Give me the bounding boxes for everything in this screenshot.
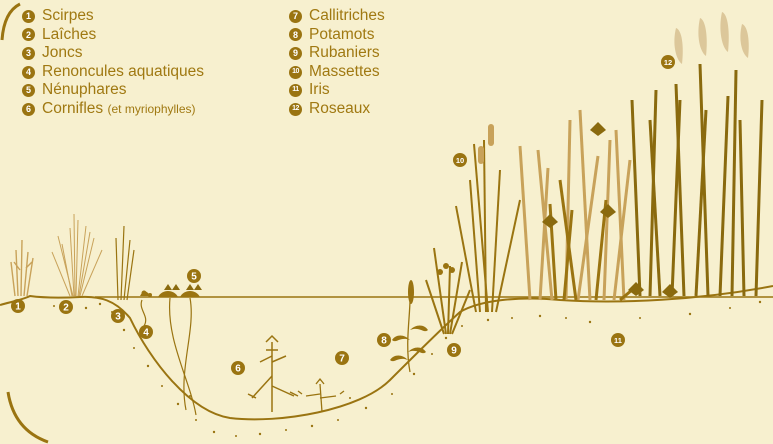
legend-item-renoncules: 4 Renoncules aquatiques	[22, 63, 204, 82]
legend-label: Renoncules aquatiques	[42, 63, 204, 82]
legend-label: Iris	[309, 81, 330, 100]
legend-number-badge: 4	[22, 66, 35, 79]
plant-laiches	[52, 214, 102, 296]
plant-renoncules	[140, 291, 152, 327]
legend-note: (et myriophylles)	[107, 100, 195, 119]
plant-cornifles	[248, 336, 298, 412]
legend-number-badge: 10	[289, 66, 302, 79]
legend-label: Laîches	[42, 26, 96, 45]
legend-label: Potamots	[309, 26, 374, 45]
legend-number-badge: 12	[289, 103, 302, 116]
svg-text:5: 5	[191, 272, 197, 283]
marker-12: 12	[661, 55, 675, 69]
plant-rubaniers	[426, 248, 470, 334]
legend-number-badge: 2	[22, 28, 35, 41]
marker-8: 8	[377, 333, 391, 347]
legend-label: Massettes	[309, 63, 380, 82]
legend-label: Callitriches	[309, 7, 385, 26]
marker-9: 9	[447, 343, 461, 357]
svg-text:12: 12	[664, 58, 672, 67]
svg-text:11: 11	[614, 336, 622, 345]
legend-number-badge: 1	[22, 10, 35, 23]
legend-item-scirpes: 1 Scirpes	[22, 7, 204, 26]
legend-item-iris: 11 Iris	[289, 81, 385, 100]
frame-top-left-arc	[2, 4, 20, 40]
roseaux-plumes	[674, 12, 748, 64]
svg-text:9: 9	[451, 346, 457, 357]
svg-text:3: 3	[115, 312, 121, 323]
plant-potamots	[390, 280, 428, 372]
pond-bed	[0, 286, 773, 419]
marker-4: 4	[139, 325, 153, 339]
legend-item-callitriches: 7 Callitriches	[289, 7, 385, 26]
marker-3: 3	[111, 309, 125, 323]
marker-5: 5	[187, 269, 201, 283]
legend-label: Cornifles	[42, 100, 103, 119]
legend-item-laiches: 2 Laîches	[22, 26, 204, 45]
legend-number-badge: 8	[289, 28, 302, 41]
legend-number-badge: 5	[22, 84, 35, 97]
plant-roseaux	[632, 64, 762, 296]
legend-label: Joncs	[42, 44, 83, 63]
plant-joncs	[116, 226, 134, 300]
sediment-dots	[53, 301, 761, 437]
massettes-heads	[478, 124, 494, 164]
marker-7: 7	[335, 351, 349, 365]
legend-item-massettes: 10 Massettes	[289, 63, 385, 82]
legend-number-badge: 3	[22, 47, 35, 60]
svg-text:2: 2	[63, 303, 69, 314]
legend-item-cornifles: 6 Cornifles (et myriophylles)	[22, 100, 204, 119]
legend-label: Roseaux	[309, 100, 370, 119]
svg-text:7: 7	[339, 354, 345, 365]
marker-10: 10	[453, 153, 467, 167]
marker-2: 2	[59, 300, 73, 314]
legend-label: Scirpes	[42, 7, 94, 26]
legend-item-rubaniers: 9 Rubaniers	[289, 44, 385, 63]
marker-6: 6	[231, 361, 245, 375]
svg-text:1: 1	[15, 302, 21, 313]
legend-right-column: 7 Callitriches 8 Potamots 9 Rubaniers 10 Mas…	[289, 7, 385, 119]
legend-label: Nénuphares	[42, 81, 126, 100]
marker-11: 11	[611, 333, 625, 347]
legend-number-badge: 7	[289, 10, 302, 23]
svg-text:8: 8	[381, 336, 387, 347]
plant-nenuphares	[158, 284, 202, 415]
legend-item-potamots: 8 Potamots	[289, 26, 385, 45]
legend-number-badge: 9	[289, 47, 302, 60]
svg-text:6: 6	[235, 364, 241, 375]
frame-bottom-left-arc	[8, 392, 48, 442]
marker-1: 1	[11, 299, 25, 313]
legend-number-badge: 11	[289, 84, 302, 97]
plant-massettes	[456, 140, 520, 312]
legend-label: Rubaniers	[309, 44, 380, 63]
plant-mass-pale	[520, 110, 630, 300]
plant-scirpes	[11, 240, 33, 296]
legend-item-roseaux: 12 Roseaux	[289, 100, 385, 119]
svg-text:4: 4	[143, 328, 149, 339]
legend-item-nenuphares: 5 Nénuphares	[22, 81, 204, 100]
svg-text:10: 10	[456, 156, 464, 165]
legend-item-joncs: 3 Joncs	[22, 44, 204, 63]
rubaniers-seedheads	[437, 263, 455, 275]
legend-number-badge: 6	[22, 103, 35, 116]
legend-left-column: 1 Scirpes 2 Laîches 3 Joncs 4 Renoncules aqu…	[22, 7, 204, 119]
